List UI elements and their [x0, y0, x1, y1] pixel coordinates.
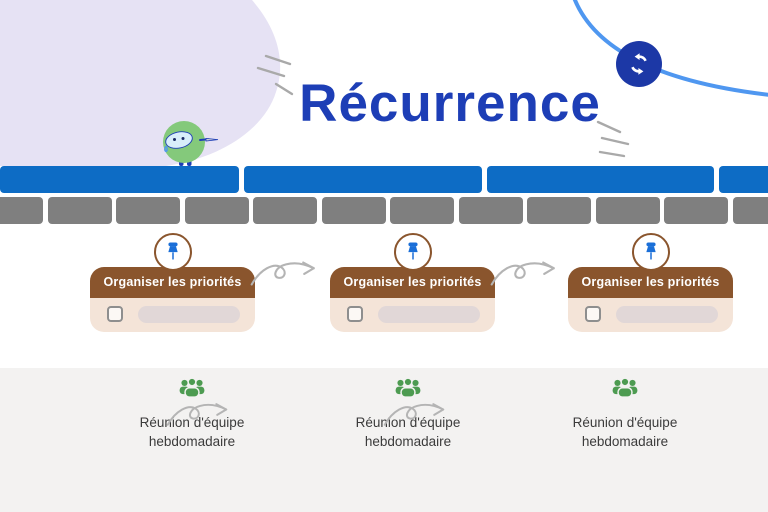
- task-card-header: Organiser les priorités: [90, 267, 255, 298]
- brick-wall-gray-row: [0, 197, 768, 224]
- meeting-label: Réunion d'équipe hebdomadaire: [323, 413, 493, 451]
- group-people-icon: [179, 377, 205, 398]
- meeting-item: Réunion d'équipe hebdomadaire: [107, 376, 277, 451]
- task-card: Organiser les priorités: [90, 233, 255, 333]
- meeting-label-line2: hebdomadaire: [581, 434, 669, 449]
- task-checkbox: [347, 306, 363, 322]
- background-blob: [0, 0, 281, 166]
- task-card-header: Organiser les priorités: [568, 267, 733, 298]
- brick: [732, 197, 768, 224]
- brick: [595, 197, 660, 224]
- brick-wall-blue-row: [0, 166, 768, 193]
- meeting-label-line1: Réunion d'équipe: [139, 415, 245, 430]
- pushpin-icon: [407, 242, 418, 260]
- pushpin-icon: [645, 242, 656, 260]
- brick: [664, 197, 728, 224]
- pin-badge: [153, 233, 192, 271]
- meeting-label: Réunion d'équipe hebdomadaire: [540, 413, 710, 451]
- task-placeholder-bar: [378, 306, 480, 323]
- meeting-label-line1: Réunion d'équipe: [572, 415, 678, 430]
- group-people-icon: [612, 377, 638, 398]
- brick: [458, 197, 523, 224]
- meeting-label: Réunion d'équipe hebdomadaire: [107, 413, 277, 451]
- meeting-label-line1: Réunion d'équipe: [355, 415, 461, 430]
- meeting-item: Réunion d'équipe hebdomadaire: [540, 376, 710, 451]
- meeting-label-line2: hebdomadaire: [364, 434, 452, 449]
- brick: [184, 197, 249, 224]
- pin-badge: [393, 233, 432, 271]
- meeting-label-line2: hebdomadaire: [148, 434, 236, 449]
- brick: [487, 166, 714, 193]
- task-placeholder-bar: [616, 306, 718, 323]
- brick: [47, 197, 112, 224]
- brick: [253, 197, 317, 224]
- group-people-icon: [395, 377, 421, 398]
- pushpin-icon: [167, 242, 178, 260]
- green-mascot-character: [163, 121, 219, 166]
- page-title: Récurrence: [299, 74, 601, 133]
- pin-badge: [631, 233, 670, 271]
- brick: [719, 166, 768, 193]
- brick: [244, 166, 482, 193]
- brick: [321, 197, 386, 224]
- sync-icon: [616, 41, 662, 87]
- brick: [0, 197, 43, 224]
- brick: [116, 197, 180, 224]
- curved-arrow-icon: [490, 261, 555, 286]
- task-checkbox: [107, 306, 123, 322]
- task-card-header: Organiser les priorités: [330, 267, 495, 298]
- meeting-item: Réunion d'équipe hebdomadaire: [323, 376, 493, 451]
- curved-arrow-icon: [250, 261, 315, 286]
- task-card: Organiser les priorités: [330, 233, 495, 333]
- sync-arrows-glyph: [631, 53, 647, 75]
- task-placeholder-bar: [138, 306, 240, 323]
- task-card: Organiser les priorités: [568, 233, 733, 333]
- meetings-section: Réunion d'équipe hebdomadaire Réunion d'…: [0, 368, 768, 512]
- brick: [0, 166, 239, 193]
- brick: [527, 197, 591, 224]
- task-checkbox: [585, 306, 601, 322]
- brick: [390, 197, 454, 224]
